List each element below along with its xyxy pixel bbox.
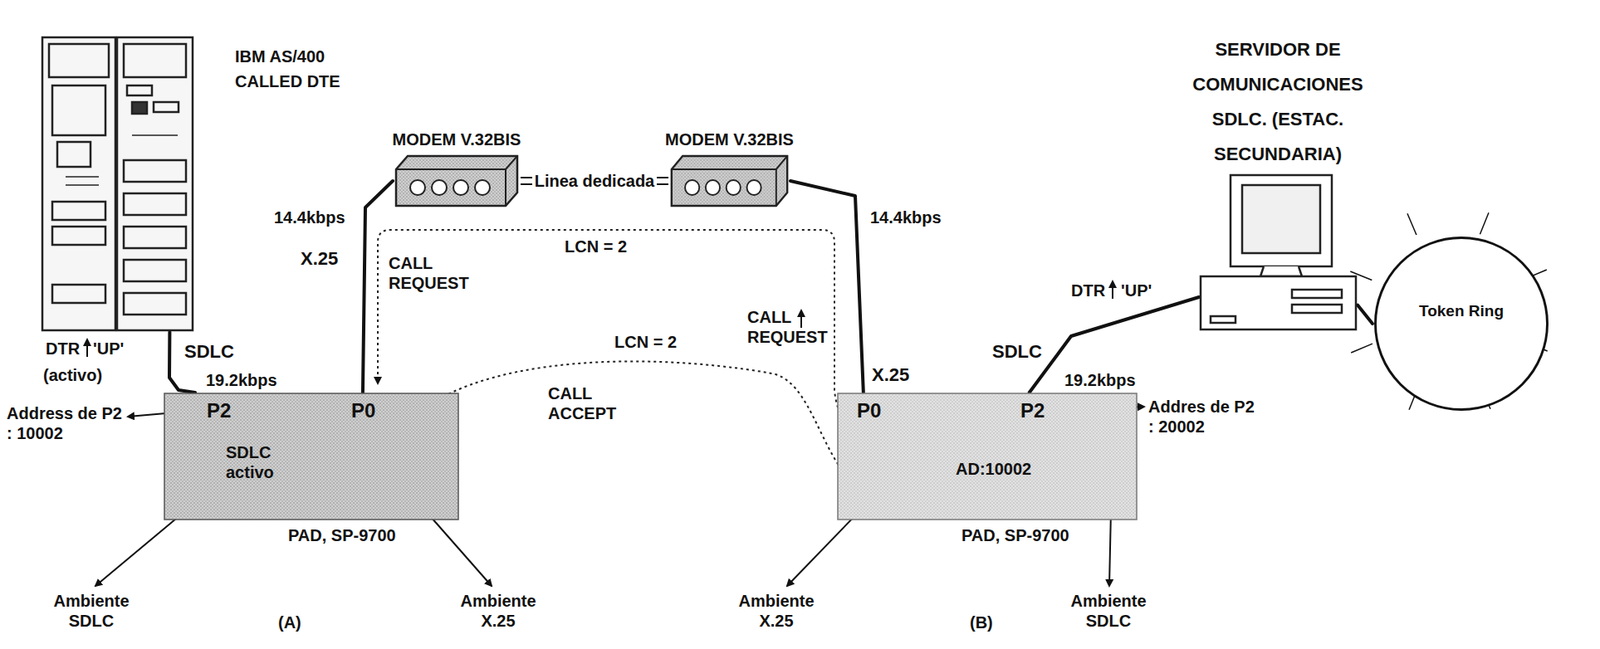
connector-line bbox=[1029, 297, 1199, 393]
pad-box: P0P2AD:10002PAD, SP-9700 bbox=[836, 392, 1138, 521]
node-text: PAD, SP-9700 bbox=[288, 525, 397, 546]
connector-label: SDLC bbox=[992, 342, 1043, 363]
connector-label: X.25 bbox=[300, 249, 338, 270]
text-label: 14.4kbps bbox=[870, 207, 942, 228]
text-label: (A) bbox=[278, 612, 302, 633]
modem: MODEM V.32BIS bbox=[392, 152, 521, 210]
node-text: SERVIDOR DE COMUNICACIONES SDLC. (ESTAC.… bbox=[1174, 32, 1382, 172]
text-label: Address de P2 : 10002 bbox=[6, 403, 123, 444]
pad-box-shape bbox=[836, 392, 1138, 521]
text-label: 19.2kbps bbox=[1064, 370, 1136, 391]
token-ring: Token Ring bbox=[1372, 234, 1551, 413]
node-text: AD:10002 bbox=[955, 459, 1032, 480]
node-text: MODEM V.32BIS bbox=[643, 129, 816, 150]
node-text: P2 bbox=[1020, 399, 1045, 423]
text-label: LCN = 2 bbox=[614, 332, 677, 353]
connector-label: Linea dedicada bbox=[532, 171, 658, 191]
modem: MODEM V.32BIS bbox=[668, 152, 791, 210]
token-ring-shape bbox=[1372, 234, 1551, 413]
pad-box: P2P0SDLC activoPAD, SP-9700 bbox=[163, 392, 460, 521]
as400-computer-shape bbox=[40, 35, 195, 333]
connector-line bbox=[169, 332, 196, 393]
text-label: 14.4kbps bbox=[274, 207, 346, 228]
modem-shape bbox=[392, 152, 521, 210]
text-label: CALL ACCEPT bbox=[548, 383, 638, 424]
text-label: DTR bbox=[45, 338, 80, 359]
text-label: Ambiente SDLC bbox=[45, 591, 138, 632]
text-label: Ambiente X.25 bbox=[730, 591, 823, 632]
text-label: CALL REQUEST bbox=[388, 253, 480, 294]
connector-line bbox=[790, 181, 864, 393]
text-label: (B) bbox=[969, 612, 994, 633]
text-label: DTR bbox=[1071, 280, 1106, 301]
node-text: P0 bbox=[351, 399, 376, 423]
node-text: P2 bbox=[206, 399, 231, 423]
node-text: PAD, SP-9700 bbox=[961, 525, 1070, 546]
text-label: 'UP' bbox=[92, 338, 124, 359]
node-text: MODEM V.32BIS bbox=[367, 129, 546, 150]
node-text: Token Ring bbox=[1372, 301, 1551, 322]
text-label: (activo) bbox=[43, 365, 103, 386]
node-text: P0 bbox=[856, 399, 881, 423]
communications-server: SERVIDOR DE COMUNICACIONES SDLC. (ESTAC.… bbox=[1198, 173, 1358, 333]
connector-line bbox=[1357, 305, 1373, 324]
node-text: SDLC activo bbox=[225, 442, 301, 483]
text-label: Ambiente X.25 bbox=[452, 591, 544, 632]
text-label: 19.2kbps bbox=[205, 370, 278, 391]
connector-line bbox=[362, 181, 393, 393]
text-label: LCN = 2 bbox=[564, 236, 627, 257]
text-label: 'UP' bbox=[1120, 280, 1152, 301]
communications-server-shape bbox=[1198, 173, 1358, 333]
text-label: Ambiente SDLC bbox=[1062, 591, 1155, 632]
as400-computer: IBM AS/400 CALLED DTE bbox=[40, 35, 195, 333]
connector-label: SDLC bbox=[184, 342, 235, 363]
node-text: IBM AS/400 CALLED DTE bbox=[234, 44, 352, 94]
modem-shape bbox=[668, 152, 791, 210]
text-label: CALL REQUEST bbox=[747, 307, 837, 348]
text-label: Addres de P2 : 20002 bbox=[1148, 396, 1265, 437]
connector-label: X.25 bbox=[871, 365, 910, 386]
